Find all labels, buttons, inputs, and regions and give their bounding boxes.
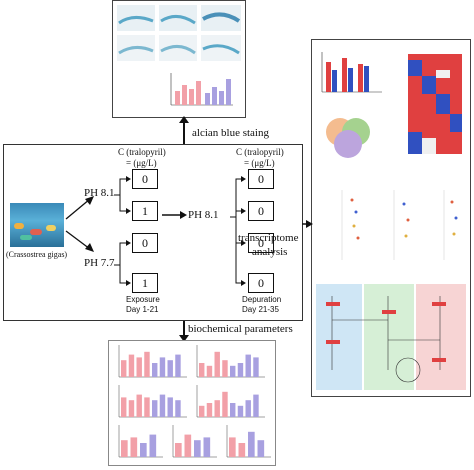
exposure-label-line1: Exposure xyxy=(126,295,160,304)
bio-bar xyxy=(245,400,251,417)
enrichment-dot-plots xyxy=(341,190,458,260)
transcriptome-label-line1: transcriptome xyxy=(238,232,299,244)
bio-bar xyxy=(253,394,259,417)
design-panel: (Crassostrea gigas) PH 8.1 PH 7.7 C (tra… xyxy=(3,144,303,321)
arrowhead-down-biochemical xyxy=(179,335,189,342)
bio-bar xyxy=(203,437,211,457)
bio-axis xyxy=(118,425,163,458)
bio-bar xyxy=(128,354,135,377)
transcriptome-panel xyxy=(311,39,471,397)
bio-bar xyxy=(248,431,255,457)
bio-bar xyxy=(229,437,236,457)
bio-bar xyxy=(194,440,201,457)
bio-axis xyxy=(226,425,271,458)
conc-header-2-line1: C (tralopyril) xyxy=(236,147,284,157)
alcian-bar-chart xyxy=(170,73,233,106)
bio-bar xyxy=(257,440,265,457)
bio-bar xyxy=(121,440,128,457)
ph77-left-label: PH 7.7 xyxy=(84,257,115,269)
bio-bar xyxy=(130,437,138,457)
bio-bar xyxy=(175,400,181,417)
bio-bar xyxy=(214,351,220,377)
exposure-box-3: 0 xyxy=(132,233,158,253)
pathway-diagram xyxy=(316,284,466,390)
arrow-down-biochemical xyxy=(183,321,185,337)
biochemical-panel xyxy=(108,340,276,466)
exposure-box-1: 0 xyxy=(132,169,158,189)
depuration-label-line1: Depuration xyxy=(242,295,282,304)
deg-bar-chart xyxy=(321,52,382,93)
branch-arrows xyxy=(65,196,94,252)
bio-bar xyxy=(206,365,213,377)
bio-bar xyxy=(167,397,173,417)
transcriptome-figure xyxy=(316,52,466,390)
bio-bar xyxy=(237,363,244,377)
bio-bar xyxy=(175,354,181,377)
alcian-figure xyxy=(117,5,241,106)
bio-bar xyxy=(152,400,158,417)
bio-bar xyxy=(136,394,142,417)
transcriptome-label-line2: analysis xyxy=(252,246,288,258)
arrowhead-transcriptome xyxy=(302,220,313,228)
bio-bar xyxy=(121,360,127,377)
bio-bar xyxy=(199,363,205,377)
bio-bar xyxy=(144,397,150,417)
bio-bar xyxy=(230,365,236,377)
bio-bar xyxy=(253,357,259,377)
conc-header-1-line1: C (tralopyril) xyxy=(118,147,166,157)
stain-tiles xyxy=(117,5,241,61)
exposure-label-line2: Day 1-21 xyxy=(126,305,159,314)
depuration-box-1: 0 xyxy=(248,169,274,189)
bio-bar xyxy=(206,403,213,417)
bio-bar xyxy=(121,397,127,417)
bio-bar xyxy=(144,351,150,377)
oyster-tank-photo xyxy=(10,203,64,247)
ph81-mid-label: PH 8.1 xyxy=(188,209,219,221)
bio-bar xyxy=(175,443,182,457)
venn-diagram xyxy=(326,118,370,158)
exposure-box-2: 1 xyxy=(132,201,158,221)
bio-bar xyxy=(159,357,166,377)
bio-bar xyxy=(199,405,205,417)
biochemical-label: biochemical parameters xyxy=(188,323,293,335)
bio-bar xyxy=(237,405,244,417)
arrow-up-alcian xyxy=(183,120,185,144)
bio-bar xyxy=(136,357,142,377)
bio-bar xyxy=(159,394,166,417)
alcian-panel xyxy=(112,0,246,118)
depuration-brackets xyxy=(230,176,246,286)
biochemical-figure xyxy=(118,345,271,458)
bio-bar xyxy=(230,403,236,417)
alcian-label: alcian blue staing xyxy=(192,127,269,139)
depuration-label-line2: Day 21-35 xyxy=(242,305,279,314)
arrow-to-depuration xyxy=(162,211,187,219)
conc-header-2-line2: = (μg/L) xyxy=(244,158,275,168)
bio-bar xyxy=(245,354,251,377)
bio-bar xyxy=(128,400,135,417)
depuration-box-3: 0 xyxy=(248,233,274,253)
bio-axis xyxy=(172,425,217,458)
depuration-box-4: 0 xyxy=(248,273,274,293)
depuration-box-2: 0 xyxy=(248,201,274,221)
conc-header-1-line2: = (μg/L) xyxy=(126,158,157,168)
ph81-left-label: PH 8.1 xyxy=(84,187,115,199)
bio-bar xyxy=(238,443,246,457)
bio-bar xyxy=(222,391,228,417)
bio-bar xyxy=(184,434,192,457)
arrowhead-up-alcian xyxy=(179,116,189,123)
bio-bar xyxy=(140,443,147,457)
exposure-brackets xyxy=(114,176,131,286)
heatmap xyxy=(408,54,462,154)
species-label: (Crassostrea gigas) xyxy=(6,250,68,259)
bio-bar xyxy=(149,434,157,457)
bio-bar xyxy=(152,363,158,377)
bio-bar xyxy=(222,360,228,377)
bio-bar xyxy=(167,360,173,377)
bio-bar xyxy=(214,400,220,417)
exposure-box-4: 1 xyxy=(132,273,158,293)
